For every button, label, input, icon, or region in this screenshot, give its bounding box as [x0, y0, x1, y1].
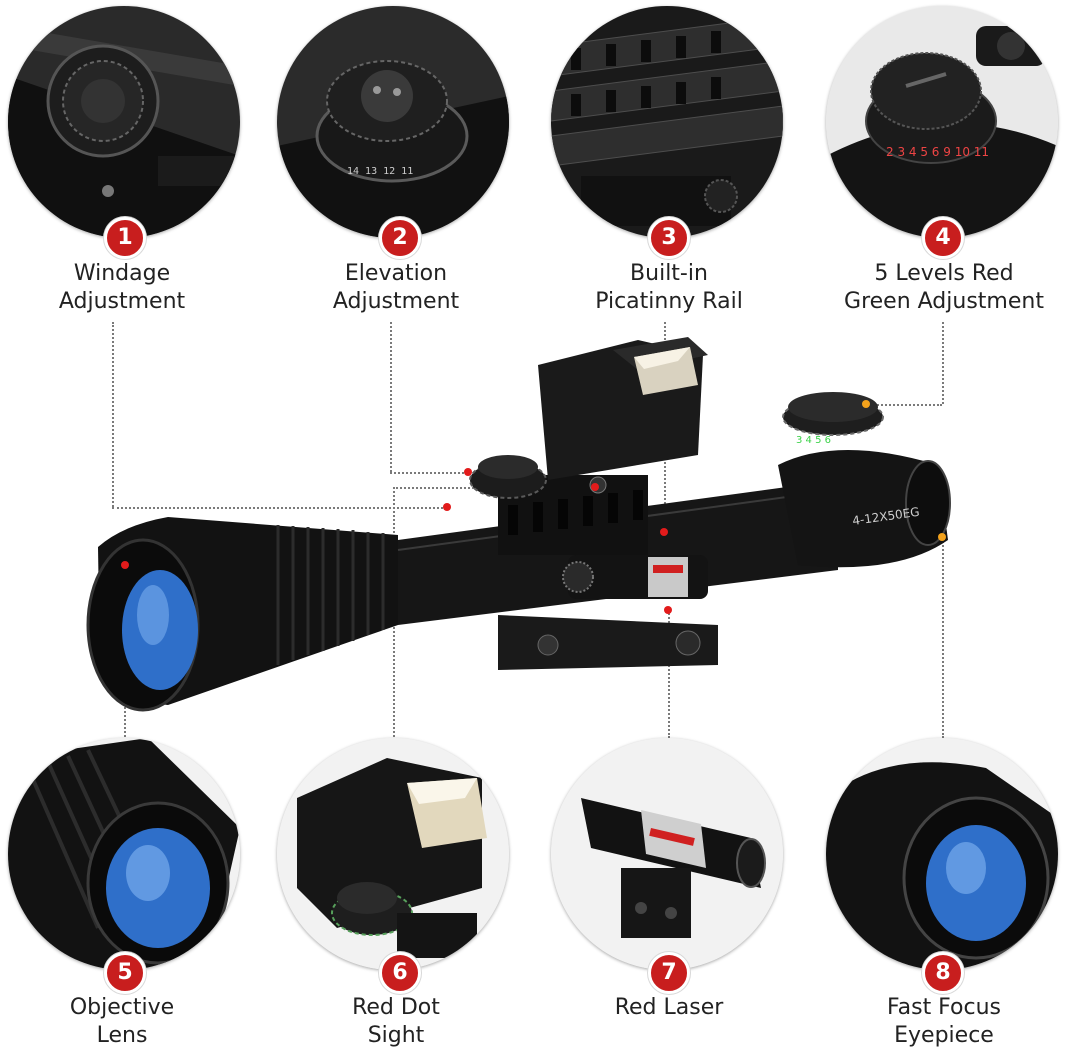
marker-dot-eyepiece — [938, 533, 946, 541]
badge-8: 8 — [922, 952, 964, 994]
badge-6: 6 — [379, 952, 421, 994]
leader-line-2-vertical — [390, 322, 392, 472]
laser-closeup — [551, 738, 783, 970]
feature-label-7: Red Laser — [549, 994, 789, 1022]
badge-4: 4 — [922, 217, 964, 259]
windage-closeup — [8, 6, 240, 238]
svg-text:3 4 5 6: 3 4 5 6 — [796, 435, 831, 446]
marker-dot-windage — [443, 503, 451, 511]
feature-label-1-line2: Adjustment — [58, 289, 186, 314]
feature-label-6: Red Dot Sight — [276, 994, 516, 1050]
feature-label-3-line1: Built-in — [630, 261, 708, 286]
badge-3: 3 — [648, 217, 690, 259]
feature-label-5: Objective Lens — [2, 994, 242, 1050]
marker-dot-elevation — [464, 468, 472, 476]
illumination-closeup: 2 3 4 5 6 9 10 11 — [826, 6, 1058, 238]
leader-line-1-vertical — [112, 322, 114, 507]
feature-label-8: Fast Focus Eyepiece — [824, 994, 1064, 1050]
marker-dot-red-dot — [591, 483, 599, 491]
feature-label-2-line2: Adjustment — [332, 289, 460, 314]
feature-label-1-line1: Windage — [73, 261, 171, 286]
feature-label-6-line1: Red Dot — [352, 995, 440, 1020]
feature-label-2-line1: Elevation — [344, 261, 448, 286]
objective-closeup — [8, 738, 240, 970]
badge-7: 7 — [648, 952, 690, 994]
svg-text:2 3 4 5 6 9 10 11: 2 3 4 5 6 9 10 11 — [886, 145, 989, 159]
feature-label-2: Elevation Adjustment — [276, 260, 516, 316]
marker-dot-objective — [121, 561, 129, 569]
leader-line-7-vertical — [668, 610, 670, 738]
feature-label-5-line1: Objective — [69, 995, 175, 1020]
feature-label-1: Windage Adjustment — [2, 260, 242, 316]
feature-label-8-line1: Fast Focus — [886, 995, 1002, 1020]
rifle-scope-image: 3 4 5 6 4-12X50EG — [86, 337, 951, 712]
feature-label-7-line1: Red Laser — [614, 995, 724, 1020]
eyepiece-closeup — [826, 738, 1058, 970]
svg-text:14 13 12 11: 14 13 12 11 — [347, 166, 413, 177]
feature-label-3: Built-in Picatinny Rail — [549, 260, 789, 316]
feature-label-5-line2: Lens — [96, 1023, 148, 1048]
feature-label-4-line2: Green Adjustment — [844, 289, 1044, 314]
leader-line-4-vertical — [942, 322, 944, 404]
feature-label-8-line2: Eyepiece — [894, 1023, 994, 1048]
feature-label-4: 5 Levels Red Green Adjustment — [824, 260, 1064, 316]
marker-dot-illumination — [862, 400, 870, 408]
leader-line-5-vertical — [124, 700, 126, 744]
leader-line-8-vertical — [942, 538, 944, 738]
feature-label-6-line2: Sight — [367, 1023, 425, 1048]
badge-2: 2 — [379, 217, 421, 259]
rail-closeup — [551, 6, 783, 238]
badge-1: 1 — [104, 217, 146, 259]
leader-line-1-horizontal — [112, 507, 447, 509]
elevation-closeup: 14 13 12 11 — [277, 6, 509, 238]
feature-label-4-line1: 5 Levels Red — [874, 261, 1014, 286]
red-dot-closeup — [277, 738, 509, 970]
leader-line-2-horizontal — [390, 472, 468, 474]
feature-label-3-line2: Picatinny Rail — [595, 289, 743, 314]
badge-5: 5 — [104, 952, 146, 994]
marker-dot-laser — [664, 606, 672, 614]
leader-line-4-horizontal — [866, 404, 942, 406]
marker-dot-rail — [660, 528, 668, 536]
